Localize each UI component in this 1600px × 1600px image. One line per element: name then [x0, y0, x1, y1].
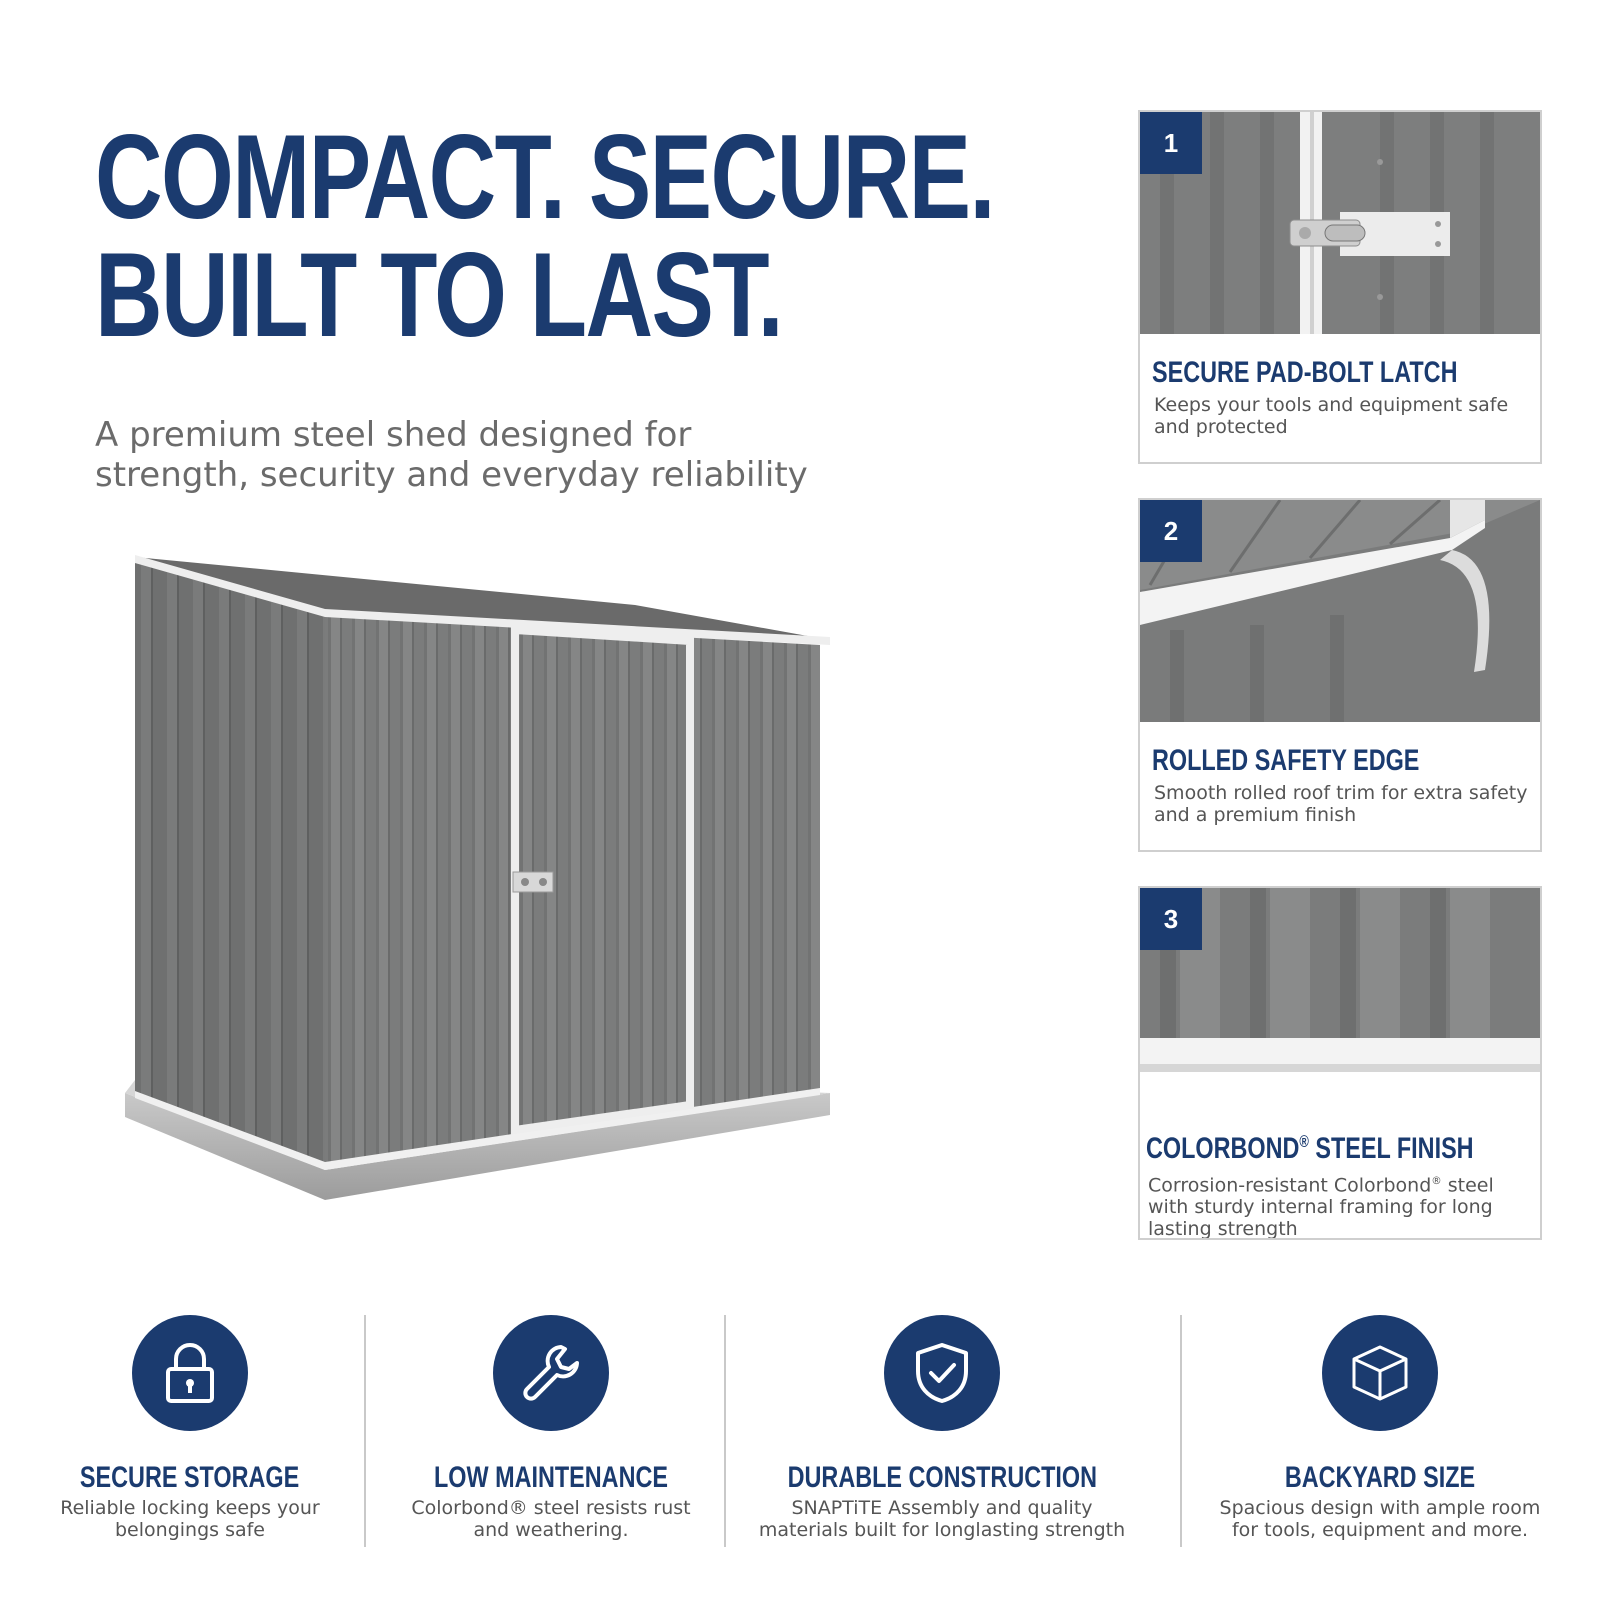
card-rolled-safety-edge: 2 ROLLED SAFETY EDGE Smooth rolled roof …	[1138, 498, 1542, 852]
feature-divider	[1180, 1315, 1182, 1547]
feature-icon-circle	[132, 1315, 248, 1431]
feature-icon-circle	[1322, 1315, 1438, 1431]
feature-description-line-2: and weathering.	[473, 1519, 629, 1541]
feature-title: SECURE STORAGE	[80, 1461, 300, 1494]
feature-description: SNAPTiTE Assembly and quality materials …	[742, 1497, 1142, 1541]
feature-title: LOW MAINTENANCE	[433, 1461, 668, 1494]
card-description: Smooth rolled roof trim for extra safety…	[1154, 782, 1528, 826]
feature-description: Spacious design with ample room for tool…	[1190, 1497, 1570, 1541]
shed-image	[115, 545, 855, 1225]
feature-durable-construction: DURABLE CONSTRUCTION SNAPTiTE Assembly a…	[742, 1315, 1142, 1555]
card-title-main: COLORBOND	[1146, 1132, 1300, 1165]
feature-title: DURABLE CONSTRUCTION	[787, 1461, 1097, 1494]
safety-edge-photo	[1140, 500, 1540, 722]
headline: COMPACT. SECURE. BUILT TO LAST.	[95, 110, 996, 362]
subheadline: A premium steel shed designed for streng…	[95, 415, 915, 495]
card-number-badge: 1	[1140, 112, 1202, 174]
card-title: ROLLED SAFETY EDGE	[1152, 744, 1420, 777]
card-number-badge: 2	[1140, 500, 1202, 562]
card-title: SECURE PAD-BOLT LATCH	[1152, 356, 1458, 389]
headline-line-1: COMPACT. SECURE.	[95, 110, 996, 244]
card-description: Corrosion-resistant Colorbond® steel wit…	[1148, 1170, 1528, 1240]
headline-line-2: BUILT TO LAST.	[95, 228, 784, 362]
feature-backyard-size: BACKYARD SIZE Spacious design with ample…	[1190, 1315, 1570, 1555]
registered-mark: ®	[1299, 1133, 1309, 1151]
card-description-part-1: Corrosion-resistant Colorbond	[1148, 1174, 1432, 1197]
card-number-badge: 3	[1140, 888, 1202, 950]
feature-description-line-1: Reliable locking keeps your	[60, 1497, 320, 1519]
card-colorbond-steel-finish: 3 COLORBOND® STEEL FINISH Corrosion-resi…	[1138, 886, 1542, 1240]
shed-illustration	[125, 555, 830, 1200]
feature-description: Colorbond® steel resists rust and weathe…	[386, 1497, 716, 1541]
feature-description-line-1: Colorbond® steel resists rust	[411, 1497, 691, 1519]
feature-description-line-1: SNAPTiTE Assembly and quality	[791, 1497, 1093, 1519]
feature-description-line-2: materials built for longlasting strength	[758, 1519, 1126, 1541]
feature-divider	[364, 1315, 366, 1547]
card-pad-bolt-latch: 1 SECURE PAD-BOLT LATCH Keeps your tools…	[1138, 110, 1542, 464]
feature-icon-circle	[884, 1315, 1000, 1431]
registered-mark: ®	[1431, 1175, 1442, 1187]
feature-description-line-2: belongings safe	[115, 1519, 265, 1541]
card-description-part-2: steel with sturdy internal framing for l…	[1148, 1174, 1494, 1240]
feature-description: Reliable locking keeps your belongings s…	[30, 1497, 350, 1541]
feature-description-line-1: Spacious design with ample room	[1219, 1497, 1541, 1519]
feature-divider	[724, 1315, 726, 1547]
feature-strip: SECURE STORAGE Reliable locking keeps yo…	[30, 1315, 1570, 1555]
subheadline-line-2: strength, security and everyday reliabil…	[95, 455, 808, 495]
steel-finish-photo	[1140, 888, 1540, 1110]
shield-check-icon	[916, 1343, 968, 1403]
feature-icon-circle	[493, 1315, 609, 1431]
cube-icon	[1352, 1345, 1408, 1401]
feature-secure-storage: SECURE STORAGE Reliable locking keeps yo…	[30, 1315, 350, 1555]
feature-low-maintenance: LOW MAINTENANCE Colorbond® steel resists…	[386, 1315, 716, 1555]
card-title-rest: STEEL FINISH	[1308, 1132, 1474, 1165]
feature-description-line-2: for tools, equipment and more.	[1231, 1519, 1529, 1541]
card-description: Keeps your tools and equipment safe and …	[1154, 394, 1509, 438]
card-title: COLORBOND® STEEL FINISH	[1146, 1132, 1474, 1166]
feature-title: BACKYARD SIZE	[1284, 1461, 1476, 1494]
latch-photo	[1140, 112, 1540, 334]
subheadline-line-1: A premium steel shed designed for	[95, 415, 692, 455]
lock-icon	[166, 1343, 214, 1403]
wrench-icon	[523, 1345, 579, 1401]
